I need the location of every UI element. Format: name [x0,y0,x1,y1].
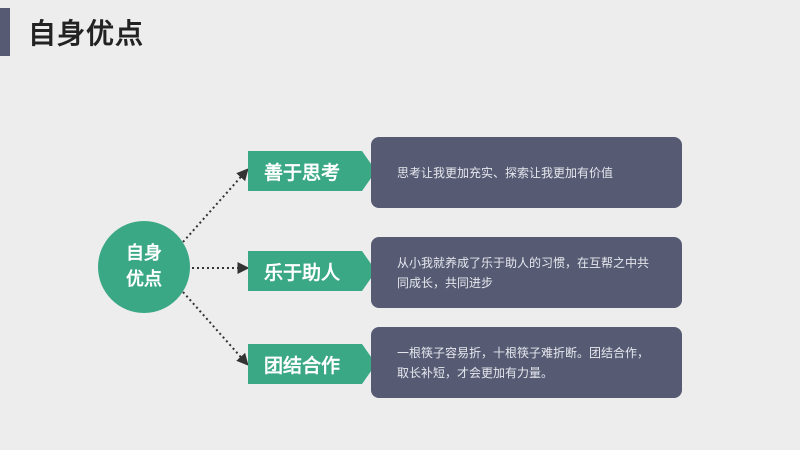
label-helping: 乐于助人 [248,251,376,291]
card-thinking-text: 思考让我更加充实、探索让我更加有价值 [397,165,614,180]
center-label: 自身优点 [126,243,162,290]
card-thinking: 思考让我更加充实、探索让我更加有价值 [371,137,682,208]
connector-top [182,168,249,243]
label-teamwork: 团结合作 [248,344,376,384]
card-helping: 从小我就养成了乐于助人的习惯，在互帮之中共同成长，共同进步 [371,237,682,308]
label-thinking: 善于思考 [248,151,376,191]
title-accent-bar [0,8,10,56]
card-helping-text: 从小我就养成了乐于助人的习惯，在互帮之中共同成长，共同进步 [397,255,650,290]
card-teamwork-text: 一根筷子容易折，十根筷子难折断。团结合作，取长补短，才会更加有力量。 [397,345,650,380]
connector-bottom [182,291,249,366]
page-title: 自身优点 [28,17,145,50]
center-circle: 自身优点 [98,221,190,313]
card-teamwork: 一根筷子容易折，十根筷子难折断。团结合作，取长补短，才会更加有力量。 [371,327,682,398]
